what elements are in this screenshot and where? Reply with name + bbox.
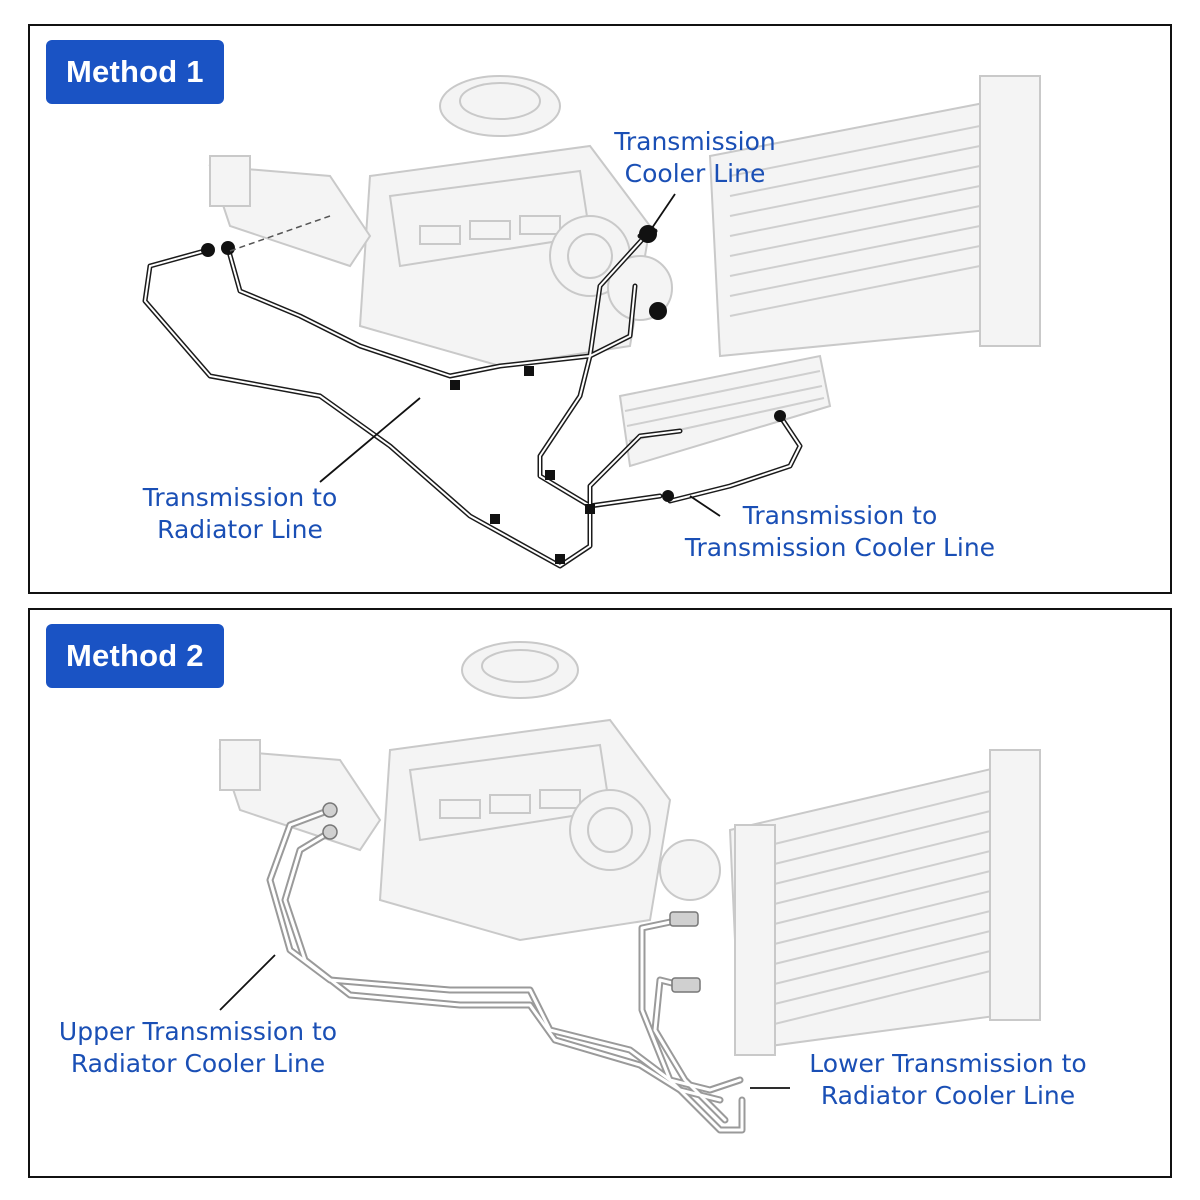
radiator-illustration (708, 75, 1041, 358)
lower-transmission-cooler-line-label: Lower Transmission to Radiator Cooler Li… (798, 1048, 1098, 1112)
method-2-illustration (218, 641, 1042, 1134)
label-line-1: Transmission to (142, 483, 338, 512)
transmission-cooler-illustration (618, 354, 832, 468)
transmission-to-radiator-line-label: Transmission to Radiator Line (120, 482, 360, 546)
method-1-badge: Method 1 (46, 40, 224, 104)
label-line-2: Radiator Line (157, 515, 323, 544)
engine-illustration (378, 641, 721, 942)
upper-transmission-cooler-line-label: Upper Transmission to Radiator Cooler Li… (48, 1016, 348, 1080)
engine-illustration (358, 75, 673, 368)
transmission-illustration (218, 739, 382, 852)
transmission-illustration (208, 155, 372, 268)
method-1-illustration (142, 75, 1041, 569)
label-line-2: Radiator Cooler Line (70, 1049, 326, 1078)
line-fittings (201, 225, 786, 564)
method-1-panel: Method 1 Transmission Cooler Line Transm… (28, 24, 1172, 594)
transmission-to-cooler-line-label: Transmission to Transmission Cooler Line (670, 500, 1010, 564)
label-line-2: Transmission Cooler Line (684, 533, 996, 562)
line-fittings (322, 802, 701, 993)
transmission-cooler-line-label: Transmission Cooler Line (590, 126, 800, 190)
label-line-2: Cooler Line (624, 159, 766, 188)
label-line-1: Lower Transmission to (809, 1049, 1087, 1078)
label-line-1: Transmission (614, 127, 776, 156)
label-line-2: Radiator Cooler Line (820, 1081, 1076, 1110)
label-line-1: Upper Transmission to (58, 1017, 338, 1046)
method-2-badge: Method 2 (46, 624, 224, 688)
label-leaders (219, 954, 790, 1089)
radiator-illustration (728, 749, 1042, 1056)
label-line-1: Transmission to (742, 501, 938, 530)
method-2-panel: Method 2 Upper Transmission to Radiator … (28, 608, 1172, 1178)
label-leaders (319, 193, 721, 517)
